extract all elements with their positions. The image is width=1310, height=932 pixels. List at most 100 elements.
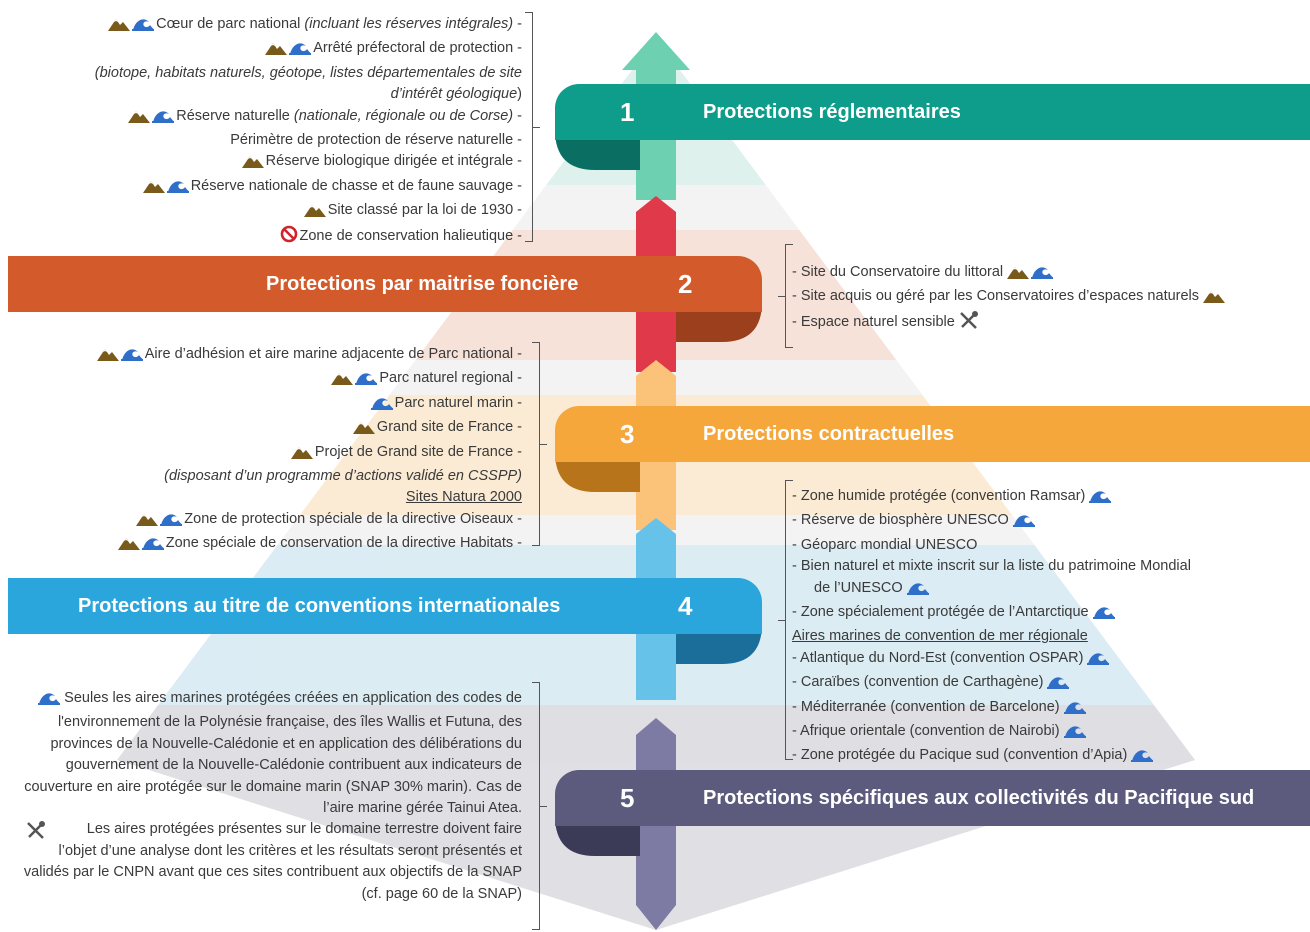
mountain-icon bbox=[352, 420, 375, 441]
row-icons bbox=[136, 511, 184, 527]
item-italic: (nationale, régionale ou de Corse) bbox=[293, 107, 514, 124]
wave-icon bbox=[289, 41, 312, 62]
item-text: Réserve biologique dirigée et intégrale … bbox=[265, 153, 522, 170]
band-4-title: Protections au titre de conventions inte… bbox=[78, 595, 561, 617]
mountain-icon bbox=[96, 347, 119, 368]
item-text: - Réserve de biosphère UNESCO bbox=[792, 512, 1009, 529]
item-text: Projet de Grand site de France - bbox=[314, 443, 522, 460]
row-icons bbox=[959, 310, 981, 330]
row-icons bbox=[128, 108, 176, 124]
item-suffix: ) bbox=[517, 86, 522, 103]
contractual-protections-list: Aire d’adhésion et aire marine adjacente… bbox=[96, 344, 522, 558]
band-4-number: 4 bbox=[678, 591, 693, 621]
row-icons bbox=[241, 153, 266, 169]
wave-icon bbox=[1131, 748, 1154, 769]
list-item: - Zone humide protégée (convention Ramsa… bbox=[792, 486, 1191, 510]
list-item: Parc naturel regional - bbox=[97, 368, 522, 392]
row-icons bbox=[265, 40, 313, 56]
wave-icon bbox=[160, 512, 183, 533]
item-text: Grand site de France - bbox=[376, 419, 522, 436]
item-text: - Atlantique du Nord-Est (convention OSP… bbox=[792, 649, 1084, 666]
row-icons bbox=[352, 419, 377, 435]
mountain-icon bbox=[117, 536, 140, 557]
international-conventions-list: - Zone humide protégée (convention Ramsa… bbox=[792, 486, 1191, 770]
item-text: - Zone spécialement protégée de l’Antarc… bbox=[792, 604, 1089, 621]
item-text: - Espace naturel sensible bbox=[792, 313, 955, 330]
wave-icon bbox=[1063, 724, 1086, 745]
list-item: Zone de protection spéciale de la direct… bbox=[97, 509, 522, 533]
item-text: Cœur de parc national bbox=[156, 16, 305, 32]
list-item: Périmètre de protection de réserve natur… bbox=[95, 130, 522, 151]
row-icons bbox=[1092, 604, 1117, 620]
list-item: (biotope, habitats naturels, géotope, li… bbox=[95, 63, 522, 84]
band-5-fold bbox=[555, 816, 640, 856]
tools-icon bbox=[959, 310, 979, 336]
item-text: Parc naturel marin - bbox=[394, 394, 522, 411]
row-icons bbox=[290, 444, 315, 460]
mountain-icon bbox=[265, 41, 288, 62]
item-text: Arrêté préfectoral de protection - bbox=[313, 40, 522, 57]
band-4-fold bbox=[676, 624, 762, 664]
wave-icon bbox=[1047, 675, 1070, 696]
mountain-icon bbox=[142, 179, 165, 200]
item-text: Site classé par la loi de 1930 - bbox=[327, 202, 522, 219]
wave-icon bbox=[1012, 513, 1035, 534]
band-3-fold bbox=[555, 452, 640, 492]
wave-icon bbox=[370, 396, 393, 417]
list-item: Réserve naturelle (nationale, régionale … bbox=[95, 106, 522, 130]
wave-icon bbox=[1089, 489, 1112, 510]
band-5: 5 Protections spécifiques aux collectivi… bbox=[555, 770, 1310, 826]
item-text: - Site acquis ou géré par les Conservato… bbox=[792, 288, 1200, 305]
row-icons bbox=[1007, 264, 1055, 280]
item-italic: (incluant les réserves intégrales) bbox=[304, 16, 514, 32]
list-item: Grand site de France - bbox=[97, 417, 522, 441]
row-icons bbox=[280, 225, 300, 244]
wave-icon bbox=[906, 581, 929, 602]
item-text: - Méditerranée (convention de Barcelone) bbox=[792, 698, 1060, 715]
list-item: d’intérêt géologique) bbox=[95, 84, 522, 105]
item-text: - Afrique orientale (convention de Nairo… bbox=[792, 723, 1060, 740]
list-item: - Espace naturel sensible bbox=[792, 310, 1227, 336]
band-3: 3 Protections contractuelles bbox=[555, 406, 1310, 462]
item-italic: d’intérêt géologique bbox=[390, 86, 518, 103]
row-icons bbox=[1087, 650, 1111, 666]
item-text: Réserve naturelle bbox=[176, 107, 294, 124]
list-item: Projet de Grand site de France - bbox=[97, 442, 522, 466]
item-text: Réserve nationale de chasse et de faune … bbox=[190, 177, 522, 194]
list-item: Réserve nationale de chasse et de faune … bbox=[95, 176, 522, 200]
item-text: Zone de conservation halieutique - bbox=[299, 227, 522, 244]
pacific-notes: Seules les aires marines protégées créée… bbox=[20, 688, 522, 905]
wave-icon bbox=[355, 371, 378, 392]
band-5-number: 5 bbox=[620, 783, 635, 813]
wave-icon bbox=[1092, 605, 1115, 626]
wave-icon bbox=[1087, 651, 1110, 672]
land-tenure-protections-list: - Site du Conservatoire du littoral- Sit… bbox=[792, 262, 1227, 336]
mountain-icon bbox=[331, 371, 354, 392]
band-3-title: Protections contractuelles bbox=[703, 423, 955, 445]
mountain-icon bbox=[128, 109, 151, 130]
mountain-icon bbox=[108, 17, 131, 38]
item-text: - Bien naturel et mixte inscrit sur la l… bbox=[792, 558, 1191, 575]
list-item: Arrêté préfectoral de protection - bbox=[95, 38, 522, 62]
row-icons bbox=[117, 535, 166, 551]
band-2-fold bbox=[676, 302, 762, 342]
item-text: - Géoparc mondial UNESCO bbox=[792, 536, 978, 553]
row-icons bbox=[370, 395, 395, 411]
wave-icon bbox=[141, 536, 164, 557]
band-2: Protections par maitrise foncière 2 bbox=[8, 256, 762, 312]
mountain-icon bbox=[303, 203, 326, 224]
regulatory-brace bbox=[525, 12, 540, 242]
list-item: - Afrique orientale (convention de Nairo… bbox=[792, 721, 1191, 745]
regulatory-protections-list: Cœur de parc national (incluant les rése… bbox=[95, 14, 522, 250]
band-2-number: 2 bbox=[678, 269, 693, 299]
wave-icon bbox=[152, 109, 175, 130]
list-item: - Site acquis ou géré par les Conservato… bbox=[792, 286, 1227, 310]
list-item: - Zone protégée du Pacique sud (conventi… bbox=[792, 745, 1191, 769]
item-italic: (disposant d’un programme d’actions vali… bbox=[164, 468, 522, 485]
wave-icon bbox=[166, 179, 189, 200]
band-1-fold bbox=[555, 130, 640, 170]
wave-icon bbox=[120, 347, 143, 368]
marine-note: Seules les aires marines protégées créée… bbox=[20, 688, 522, 819]
list-item: Parc naturel marin - bbox=[97, 393, 522, 417]
wave-icon bbox=[1031, 265, 1054, 286]
